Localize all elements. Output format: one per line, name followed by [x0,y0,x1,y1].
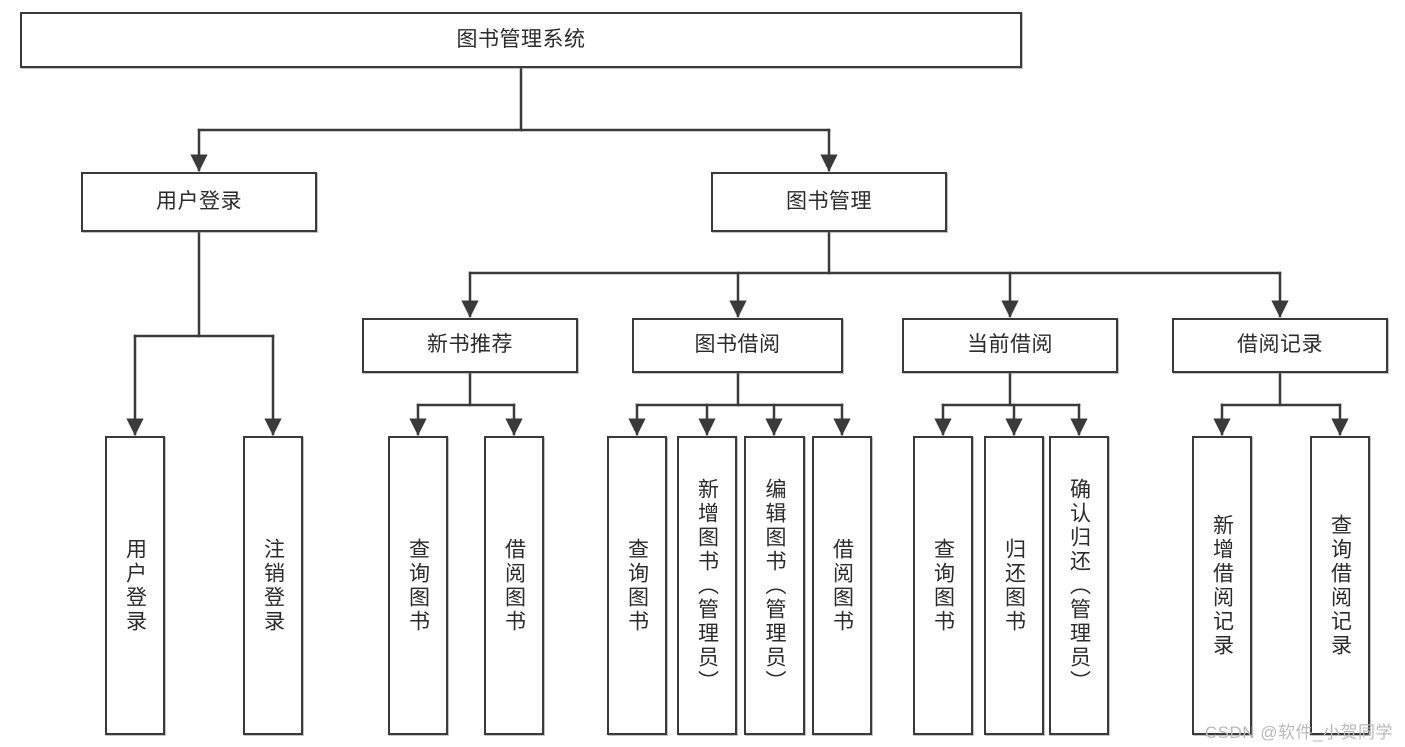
node-label: 注销登录 [261,537,285,634]
node-label: 查询图书 [931,537,955,634]
node-label: 新增借阅记录 [1210,513,1234,658]
leaf-node[interactable]: 归还图书 [984,436,1044,735]
leaf-node[interactable]: 用户登录 [105,436,165,735]
node-label: 图书借阅 [694,333,781,357]
node-label: 查询图书 [625,537,649,634]
node-label: 确认归还（管理员） [1067,477,1091,694]
node-label: 查询借阅记录 [1328,513,1352,658]
leaf-node[interactable]: 新增图书（管理员） [677,436,737,735]
leaf-node[interactable]: 查询图书 [388,436,448,735]
leaf-node[interactable]: 查询图书 [913,436,973,735]
node-label: 用户登录 [156,189,242,213]
leaf-node[interactable]: 查询借阅记录 [1310,436,1370,735]
node-label: 借阅记录 [1237,333,1323,357]
node-label: 归还图书 [1002,537,1026,634]
level2-node[interactable]: 图书借阅 [632,318,843,373]
leaf-node[interactable]: 注销登录 [243,436,303,735]
leaf-node[interactable]: 新增借阅记录 [1192,436,1252,735]
node-label: 编辑图书（管理员） [763,477,786,694]
leaf-node[interactable]: 查询图书 [607,436,667,735]
tree-edges [126,66,1349,436]
root-node[interactable]: 图书管理系统 [20,12,1022,68]
node-label: 图书管理 [786,189,872,213]
node-label: 查询图书 [406,537,430,634]
node-label: 用户登录 [123,537,147,634]
leaf-node[interactable]: 确认归还（管理员） [1049,436,1109,735]
leaf-node[interactable]: 借阅图书 [484,436,544,735]
node-label: 借阅图书 [502,537,526,634]
node-label: 新增图书（管理员） [695,477,719,694]
level2-node[interactable]: 新书推荐 [362,318,578,373]
level2-node[interactable]: 借阅记录 [1172,318,1388,373]
node-label: 图书管理系统 [456,27,586,51]
leaf-node[interactable]: 编辑图书（管理员） [744,436,805,735]
node-label: 借阅图书 [830,537,854,634]
leaf-node[interactable]: 借阅图书 [812,436,872,735]
node-label: 新书推荐 [427,333,513,357]
level1-node[interactable]: 图书管理 [711,172,947,232]
level2-node[interactable]: 当前借阅 [902,318,1118,373]
node-label: 当前借阅 [967,333,1053,357]
level1-node[interactable]: 用户登录 [81,172,317,232]
